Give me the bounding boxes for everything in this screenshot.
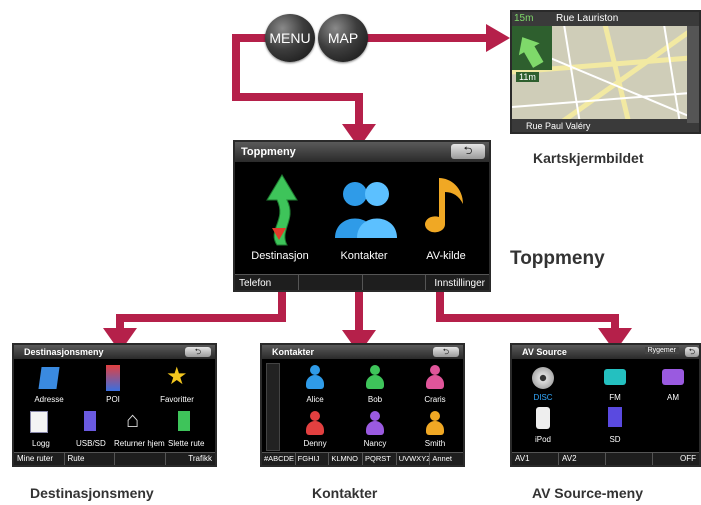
- dest-bottom-empty: [115, 453, 166, 465]
- topmenu-item-kontakter[interactable]: Kontakter: [340, 250, 388, 262]
- favorites-star-icon[interactable]: ★: [166, 363, 188, 390]
- dest-caption: Destinasjonsmeny: [30, 485, 154, 501]
- bottom-empty-2: [363, 275, 427, 290]
- map-dist-top: 15m: [514, 13, 534, 24]
- av-item-ipod[interactable]: iPod: [534, 435, 551, 444]
- map-bottom-bar: [512, 119, 699, 132]
- topmenu-item-destinasjon[interactable]: Destinasjon: [251, 250, 309, 262]
- dest-item-returner-hjem[interactable]: Returner hjem: [114, 439, 165, 448]
- contacts-tabbar: #ABCDE FGHIJ KLMNO PQRST UVWXYZ Annet: [262, 452, 463, 465]
- avatar[interactable]: [426, 411, 444, 435]
- map-street-bottom: Rue Paul Valéry: [526, 121, 591, 131]
- av-title: AV Source: [522, 347, 567, 357]
- contact-name[interactable]: Bob: [367, 395, 383, 404]
- contact-name[interactable]: Alice: [306, 395, 324, 404]
- tab-klmno[interactable]: KLMNO: [329, 453, 364, 465]
- contact-name[interactable]: Smith: [424, 439, 446, 448]
- avatar[interactable]: [306, 411, 324, 435]
- dest-item-usb-sd[interactable]: USB/SD: [76, 439, 106, 448]
- dest-titlebar: Destinasjonsmeny: [14, 345, 215, 359]
- trafikk-button[interactable]: Trafikk: [188, 454, 212, 463]
- topmenu-screen: Toppmeny ⮌ Destinasjon Kontakter AV-kild…: [233, 140, 491, 292]
- contacts-title: Kontakter: [272, 347, 315, 357]
- map-caption: Kartskjermbildet: [533, 150, 644, 166]
- delete-route-icon[interactable]: [178, 411, 190, 431]
- av1-button[interactable]: AV1: [512, 453, 559, 465]
- dest-item-favoritter[interactable]: Favoritter: [160, 395, 194, 404]
- dest-item-poi[interactable]: POI: [106, 395, 120, 404]
- ipod-icon[interactable]: [536, 407, 550, 429]
- av-item-disc[interactable]: DISC: [533, 393, 553, 402]
- off-button[interactable]: OFF: [680, 454, 696, 463]
- log-icon[interactable]: [30, 411, 48, 433]
- music-note-icon[interactable]: [423, 174, 473, 244]
- av-back-button[interactable]: ⮌: [685, 347, 699, 357]
- av-item-fm[interactable]: FM: [609, 393, 621, 402]
- avatar[interactable]: [366, 411, 384, 435]
- poi-icon[interactable]: [106, 365, 120, 391]
- bottom-empty-1: [299, 275, 363, 290]
- innstillinger-button[interactable]: Innstillinger: [434, 278, 485, 289]
- menu-button[interactable]: MENU: [265, 14, 315, 62]
- topmenu-title: Toppmeny: [241, 146, 296, 158]
- av-caption: AV Source-meny: [532, 485, 643, 501]
- topmenu-bottombar: Telefon Innstillinger: [235, 274, 489, 290]
- topmenu-caption: Toppmeny: [510, 248, 605, 269]
- dest-bottombar: Mine ruter Rute Trafikk: [14, 452, 215, 465]
- contacts-titlebar: Kontakter: [262, 345, 463, 359]
- avatar[interactable]: [366, 365, 384, 389]
- turn-arrow-icon: [518, 37, 544, 68]
- contact-name[interactable]: Craris: [424, 395, 446, 404]
- contact-name[interactable]: Denny: [303, 439, 327, 448]
- map-turn-panel: [512, 26, 552, 70]
- av-bottom-empty: [606, 453, 653, 465]
- dest-title: Destinasjonsmeny: [24, 347, 104, 357]
- dest-screen: Destinasjonsmeny ⮌ ★ Adresse POI Favorit…: [12, 343, 217, 467]
- tab-abcde[interactable]: #ABCDE: [264, 453, 296, 465]
- avatar[interactable]: [426, 365, 444, 389]
- contacts-icon[interactable]: [331, 176, 401, 246]
- av-screen: AV Source Rygemer ⮌ DISC FM AM iPod SD A…: [510, 343, 701, 467]
- av-top-button[interactable]: Rygemer: [644, 347, 679, 354]
- sd-card-icon[interactable]: [608, 407, 622, 427]
- av-item-am[interactable]: AM: [667, 393, 679, 402]
- rute-button[interactable]: Rute: [65, 453, 115, 465]
- contacts-screen: Kontakter ⮌ Alice Bob Craris Denny Nancy…: [260, 343, 465, 467]
- map-button[interactable]: MAP: [318, 14, 368, 62]
- map-dist-mid: 11m: [516, 72, 539, 82]
- contacts-back-button[interactable]: ⮌: [433, 347, 459, 357]
- avatar[interactable]: [306, 365, 324, 389]
- usb-sd-icon[interactable]: [84, 411, 96, 431]
- disc-icon[interactable]: [532, 367, 554, 389]
- tab-pqrst[interactable]: PQRST: [363, 453, 397, 465]
- topmenu-titlebar: Toppmeny: [235, 142, 489, 162]
- contacts-caption: Kontakter: [312, 485, 378, 501]
- tab-annet[interactable]: Annet: [432, 454, 452, 463]
- av2-button[interactable]: AV2: [559, 453, 606, 465]
- home-icon[interactable]: ⌂: [126, 407, 140, 432]
- av-item-sd[interactable]: SD: [609, 435, 621, 444]
- dest-item-adresse[interactable]: Adresse: [34, 395, 64, 404]
- map-screen: Rue Lauriston 15m 11m Rue Paul Valéry: [510, 10, 701, 134]
- dest-back-button[interactable]: ⮌: [185, 347, 211, 357]
- address-icon[interactable]: [38, 367, 60, 389]
- contact-name[interactable]: Nancy: [363, 439, 387, 448]
- contacts-scrollbar[interactable]: [266, 363, 280, 451]
- map-top-bar: [512, 12, 699, 26]
- tab-uvwxyz[interactable]: UVWXYZ: [398, 453, 431, 465]
- mine-ruter-button[interactable]: Mine ruter: [14, 453, 65, 465]
- tab-fghij[interactable]: FGHIJ: [296, 453, 330, 465]
- map-side-panel: [687, 26, 699, 123]
- dest-item-slette-rute[interactable]: Slette rute: [168, 439, 205, 448]
- av-bottombar: AV1 AV2 OFF: [512, 452, 699, 465]
- topmenu-item-av-kilde[interactable]: AV-kilde: [426, 250, 466, 262]
- map-street-top: Rue Lauriston: [556, 13, 619, 24]
- dest-item-logg[interactable]: Logg: [32, 439, 50, 448]
- back-button[interactable]: ⮌: [451, 144, 485, 159]
- destination-icon[interactable]: [257, 170, 307, 250]
- telefon-button[interactable]: Telefon: [235, 275, 299, 290]
- fm-radio-icon[interactable]: [604, 369, 626, 385]
- am-radio-icon[interactable]: [662, 369, 684, 385]
